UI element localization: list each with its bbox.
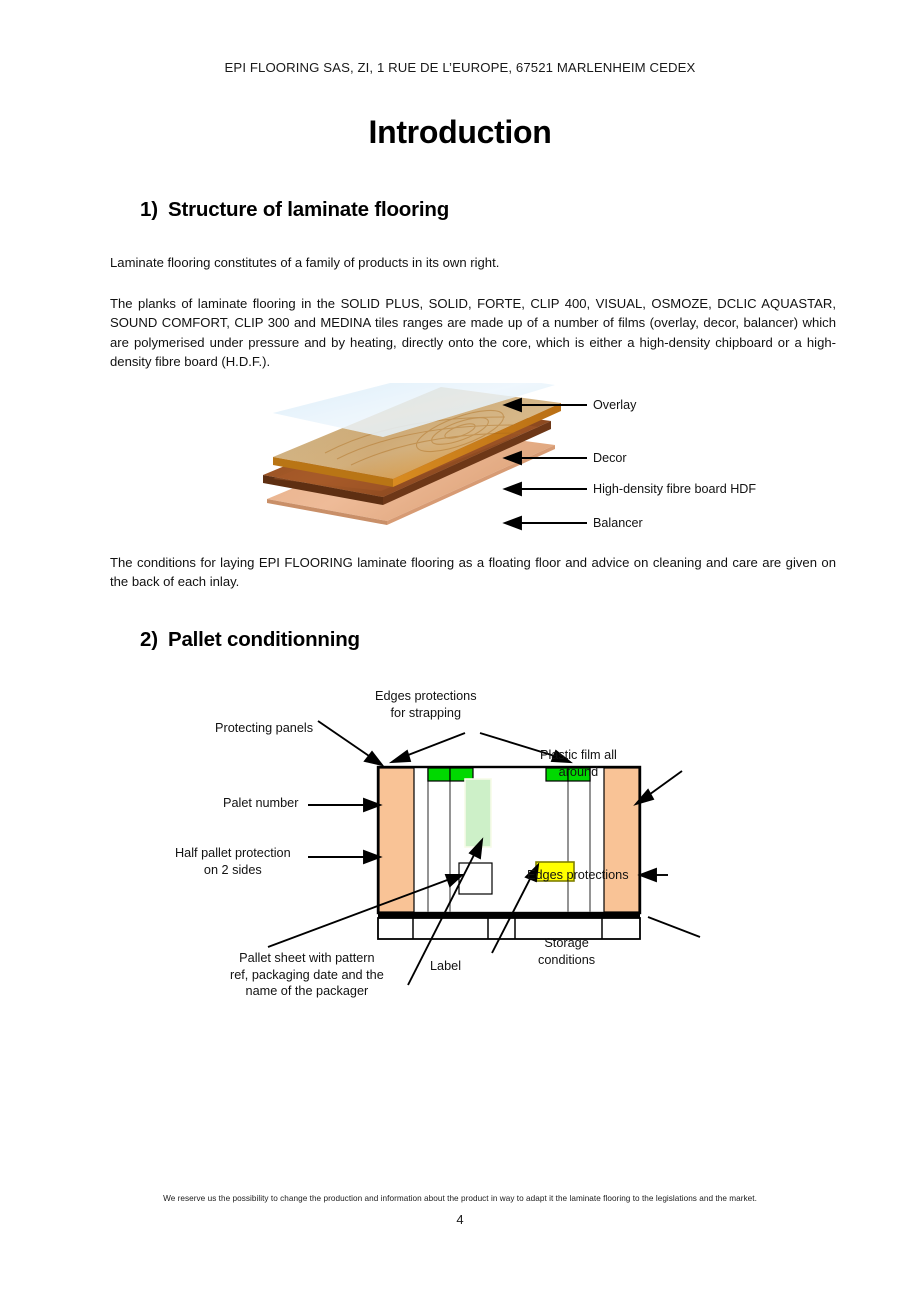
pallet-label-edges-protections-strapping: Edges protections for strapping	[375, 688, 477, 721]
pallet-label-storage-conditions: Storage conditions	[538, 935, 595, 968]
pallet-label-line: conditions	[538, 952, 596, 967]
pallet-leader-arrows	[267, 720, 701, 986]
layer-label-hdf: High-density fibre board HDF	[593, 482, 757, 496]
page-number: 4	[456, 1212, 464, 1227]
pallet-label-line: Storage	[544, 936, 589, 950]
edge-protection-2	[449, 767, 474, 782]
pallet-base-dividers	[412, 918, 603, 939]
pallet-label-label: Label	[430, 959, 462, 973]
pallet-label-line: Plastic film all	[540, 748, 617, 762]
pallet-label-pallet-sheet: Pallet sheet with pattern ref, packaging…	[230, 950, 384, 1000]
pallet-label-line: on 2 sides	[203, 862, 262, 877]
pallet-label-line: Half pallet protection	[175, 846, 291, 860]
pallet-diagram-svg	[267, 720, 701, 986]
document-header-address: EPI FLOORING SAS, ZI, 1 RUE DE L’EUROPE,…	[224, 60, 696, 75]
pallet-label-plastic-film: Plastic film all around	[540, 747, 617, 780]
pallet-label-protecting-panels: Protecting panels	[215, 721, 314, 735]
paragraph-2: The planks of laminate flooring in the S…	[110, 296, 836, 369]
pallet-sheet-green	[464, 778, 492, 848]
section-heading-1: 1) Structure of laminate flooring	[140, 198, 449, 222]
protecting-panel-left	[378, 767, 415, 913]
pallet-label-line: Pallet sheet with pattern	[239, 951, 375, 965]
pallet-base-bar	[378, 913, 640, 918]
protecting-panel-right	[603, 767, 640, 913]
section-heading-2: 2) Pallet conditionning	[140, 628, 360, 652]
layer-decor	[273, 387, 561, 487]
edge-protection-1	[427, 767, 451, 782]
section-number-2: 2)	[140, 628, 158, 651]
edge-protection-4	[567, 767, 591, 782]
section-title-2: Pallet conditionning	[168, 628, 360, 651]
footer-disclaimer: We reserve us the possibility to change …	[163, 1194, 757, 1203]
pallet-label-half-pallet-protection: Half pallet protection on 2 sides	[175, 845, 291, 878]
laminate-layers-svg	[263, 383, 587, 531]
pallet-label-line: ref, packaging date and the	[230, 967, 384, 982]
pallet-label-edges-protections: Edges protections	[527, 868, 629, 882]
pallet-label-line: around	[558, 764, 599, 779]
section-title-1: Structure of laminate flooring	[168, 198, 450, 221]
page-title: Introduction	[368, 114, 552, 150]
layer-label-balancer: Balancer	[593, 516, 643, 530]
layer-overlay	[273, 383, 555, 437]
pallet-label-line: Edges protections	[375, 689, 477, 703]
edge-protection-blocks	[427, 767, 591, 782]
layer-label-decor: Decor	[593, 451, 627, 465]
paragraph-1: Laminate flooring constitutes of a famil…	[110, 255, 500, 270]
layer-label-overlay: Overlay	[593, 398, 637, 412]
section-number-1: 1)	[140, 198, 158, 221]
pallet-label-line: for strapping	[390, 705, 462, 720]
layer-leader-arrows	[502, 397, 587, 531]
palet-number-box	[458, 862, 493, 895]
paragraph-3: The conditions for laying EPI FLOORING l…	[110, 555, 836, 590]
pallet-conditioning-diagram: Edges protections for strapping Protecti…	[140, 685, 820, 1010]
pallet-label-palet-number: Palet number	[223, 796, 299, 810]
pallet-label-line: name of the packager	[245, 984, 369, 998]
laminate-structure-diagram: Overlay Decor High-density fibre board H…	[255, 383, 855, 538]
